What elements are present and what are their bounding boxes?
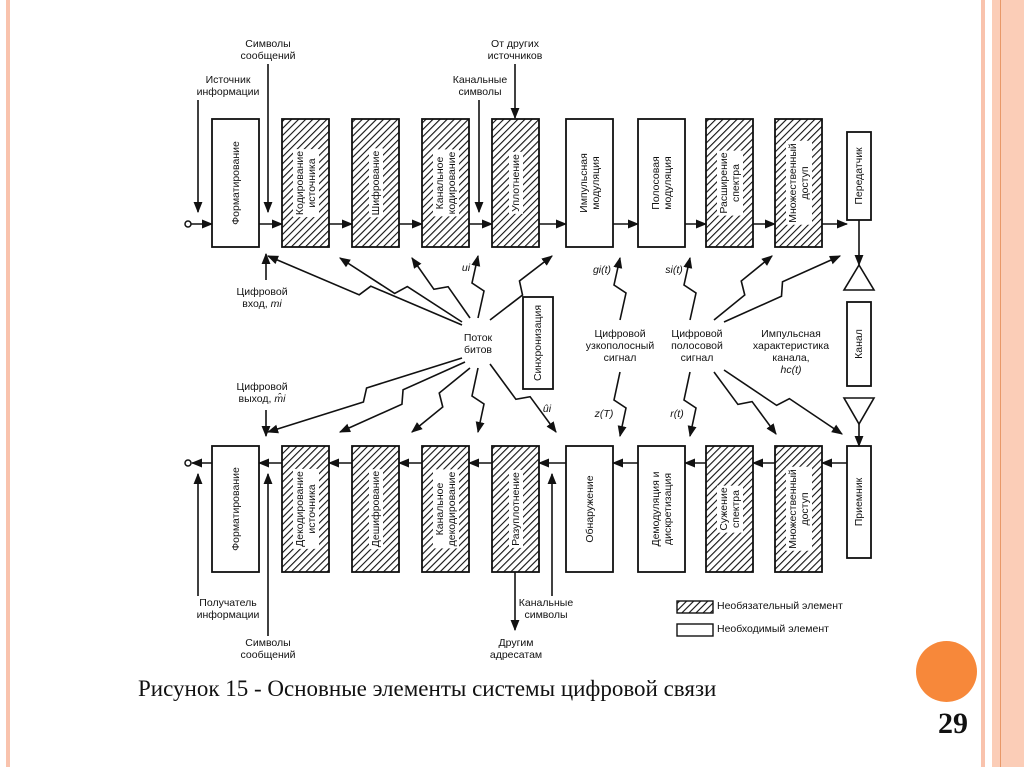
right-border-stripe-thin (981, 0, 985, 767)
digital-input-text: Цифровой вход, (236, 286, 288, 310)
tx-block-label-4: Канальное кодирование (432, 149, 459, 217)
decorative-orange-circle (916, 641, 977, 702)
tx-block-label-9: Множественный доступ (785, 141, 812, 225)
tx-block-label-1: Форматирование (229, 141, 242, 225)
legend-optional-label: Необязательный элемент (717, 600, 843, 612)
bolt-gi (613, 256, 627, 321)
bolt-to-transmitter (723, 255, 842, 323)
bolt-to-multiplexing (489, 255, 553, 321)
bandpass-signal-label: Цифровой полосовой сигнал (671, 328, 723, 364)
legend-required-swatch (676, 623, 714, 637)
zT-var: z(T) (594, 408, 614, 420)
message-symbols-top-label: Символы сообщений (240, 38, 296, 62)
channel-block-label: Канал (853, 329, 865, 359)
bolt-to-decryption (338, 361, 466, 433)
legend-optional-swatch (676, 600, 714, 614)
rx-block-label-6: Обнаружение (583, 475, 596, 543)
rx-block-label-4: Канальное декодирование (432, 469, 459, 549)
tx-antenna-icon (842, 263, 876, 291)
bit-stream-label: Поток битов (463, 332, 493, 356)
tx-block-1 (211, 118, 260, 248)
figure-caption: Рисунок 15 - Основные элементы системы ц… (138, 676, 717, 701)
rx-block-1 (211, 445, 260, 573)
impulse-response-label: Импульсная характеристика канала,hc(t) (753, 328, 829, 376)
tx-block-label-6: Импульсная модуляция (577, 153, 602, 213)
impulse-response-var: hc(t) (780, 364, 802, 376)
rt-label: r(t) (670, 408, 683, 420)
source-info-label: Источник информации (196, 74, 260, 98)
ui-hat-label: ûi (543, 403, 551, 415)
baseband-signal-label: Цифровой узкополосный сигнал (585, 328, 655, 364)
rx-output-terminal-icon (184, 459, 192, 467)
bolt-to-encryption (339, 257, 463, 323)
bolt-to-demultiplexing (471, 367, 485, 434)
tx-block-label-8: Расширение спектра (716, 150, 743, 216)
tx-block-6 (565, 118, 614, 248)
rx-block-label-9: Множественный доступ (785, 467, 812, 551)
bolt-to-spread-spectrum (713, 255, 773, 321)
digital-input-label: Цифровой вход, mi (236, 286, 287, 310)
bolt-to-despread (713, 371, 777, 435)
bolt-to-source-decoding (266, 357, 463, 434)
rx-block-label-1: Форматирование (229, 467, 242, 551)
legend-required-label: Необходимый элемент (717, 623, 829, 635)
digital-output-var: m̂i (274, 393, 286, 405)
bolt-to-ui-hat (489, 363, 557, 433)
channel-symbols-bottom-label: Канальные символы (518, 597, 574, 621)
bolt-zT (613, 371, 627, 438)
other-recipients-label: Другим адресатам (489, 637, 543, 661)
digital-input-var: mi (270, 298, 282, 310)
ui-label: ui (462, 262, 470, 274)
tx-block-label-10: Передатчик (853, 147, 865, 205)
right-border-band (992, 0, 1024, 767)
sync-block (522, 296, 554, 390)
digital-output-label: Цифровой выход, m̂i (236, 381, 287, 405)
left-border-stripe (6, 0, 10, 767)
bolt-to-channel-decoding (411, 367, 471, 433)
rx-block-label-7: Демодуляция и дискретизация (649, 471, 674, 547)
gi-label: gi(t) (593, 264, 611, 276)
rx-block-7 (637, 445, 686, 573)
rx-antenna-icon (842, 397, 876, 426)
right-border-line (1000, 0, 1001, 767)
message-symbols-bottom-label: Символы сообщений (240, 637, 296, 661)
bolt-to-channel-coding (411, 257, 471, 319)
rx-block-label-2: Декодирование источника (292, 469, 319, 549)
bolt-si (683, 256, 697, 321)
zT-label: z(T) (595, 408, 614, 420)
tx-block-label-7: Полосовая модуляция (649, 156, 674, 210)
tx-block-7 (637, 118, 686, 248)
tx-block-label-3: Шифрование (368, 148, 383, 218)
rx-block-6 (565, 445, 614, 573)
rx-block-label-5: Разуплотнение (508, 470, 523, 548)
si-label: si(t) (665, 264, 683, 276)
bolt-to-source-coding (266, 255, 463, 326)
bolt-to-ui (471, 254, 485, 319)
ui-hat-var: ûi (542, 403, 552, 415)
sync-block-label: Синхронизация (532, 304, 544, 382)
rx-block-label-3: Дешифрование (368, 468, 383, 550)
tx-input-terminal-icon (184, 220, 192, 228)
rx-block-10 (846, 445, 872, 559)
from-other-sources-label: От других источников (487, 38, 543, 62)
info-receiver-label: Получатель информации (196, 597, 260, 621)
tx-block-label-2: Кодирование источника (292, 148, 319, 218)
ui-var: ui (461, 262, 471, 274)
impulse-response-text: Импульсная характеристика канала, (752, 328, 830, 364)
channel-symbols-top-label: Канальные символы (452, 74, 508, 98)
rt-var: r(t) (670, 408, 684, 420)
rx-block-label-8: Сужение спектра (716, 485, 743, 533)
tx-block-label-5: Уплотнение (508, 152, 523, 214)
digital-output-text: Цифровой выход, (236, 381, 288, 405)
si-var: si(t) (665, 264, 683, 276)
bolt-to-receiver (723, 369, 843, 435)
tx-block-10 (846, 131, 872, 221)
gi-var: gi(t) (592, 264, 612, 276)
bolt-rt (683, 371, 697, 438)
rx-block-label-10: Приемник (853, 477, 865, 527)
page-number: 29 (938, 707, 968, 740)
channel-block (846, 301, 872, 387)
tx-block-3 (351, 118, 400, 248)
